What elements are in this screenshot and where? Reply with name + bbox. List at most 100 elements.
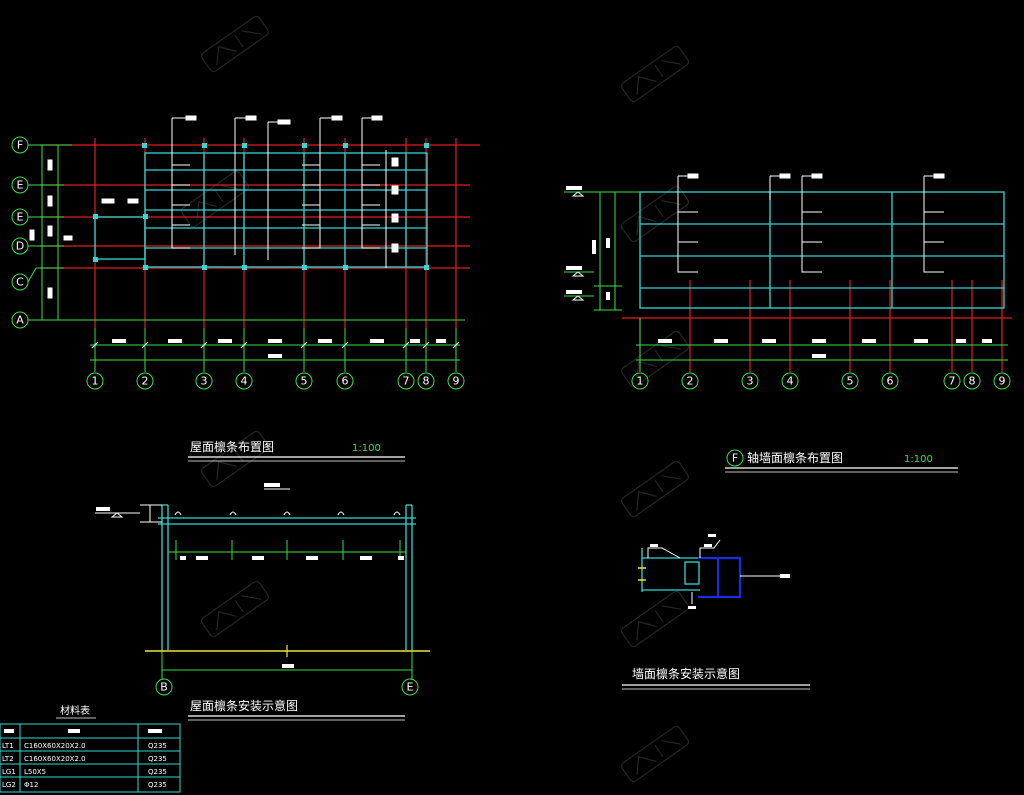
elev-col-axis-6: 6 <box>881 372 899 390</box>
watermark-logo <box>200 430 269 488</box>
elevation-level-texts <box>566 186 610 301</box>
plan-dimension-lines <box>36 144 465 372</box>
material-row: LT2 C160X60X20X2.0 Q235 <box>2 755 167 763</box>
material-row-material: Q235 <box>148 781 167 789</box>
row-axis-F: F <box>11 136 29 154</box>
row-axis-D: D <box>11 237 29 255</box>
watermark-logo <box>200 580 269 638</box>
material-row: LT1 C160X60X20X2.0 Q235 <box>2 742 167 750</box>
elevation-scale: 1:100 <box>904 454 933 465</box>
plan-row-axis-bubbles: F E E D C A <box>11 136 37 329</box>
elevation-column-lines <box>639 280 1003 372</box>
roof-purlin-section: B E <box>95 483 430 696</box>
elev-col-axis-5: 5 <box>841 372 859 390</box>
svg-text:D: D <box>16 240 24 253</box>
svg-text:7: 7 <box>949 375 956 388</box>
row-axis-E: E <box>11 208 29 226</box>
roof-purlin-plan: F E E D C A 1 2 3 4 5 6 7 8 9 <box>11 115 480 390</box>
col-axis-9: 9 <box>447 372 465 390</box>
svg-text:9: 9 <box>453 375 460 388</box>
svg-text:5: 5 <box>301 375 308 388</box>
svg-text:6: 6 <box>342 375 349 388</box>
wall-purlin-elevation: 1 2 3 4 5 6 7 8 9 <box>564 173 1012 390</box>
svg-text:1: 1 <box>92 375 99 388</box>
elevation-title-block: F 轴墙面檩条布置图 1:100 <box>725 449 958 473</box>
elevation-column-axis-bubbles: 1 2 3 4 5 6 7 8 9 <box>631 372 1011 390</box>
svg-text:8: 8 <box>969 375 976 388</box>
svg-text:E: E <box>17 179 24 192</box>
material-row-spec: Φ12 <box>24 781 38 789</box>
plan-tie-rods <box>29 115 399 299</box>
col-axis-1: 1 <box>86 372 104 390</box>
svg-text:3: 3 <box>747 375 754 388</box>
elevation-axis-marker: F <box>732 452 738 465</box>
material-row-material: Q235 <box>148 755 167 763</box>
watermark-logo <box>620 590 689 648</box>
section-axis-B: B <box>155 678 173 696</box>
svg-text:B: B <box>160 681 168 694</box>
svg-text:6: 6 <box>887 375 894 388</box>
col-axis-8: 8 <box>417 372 435 390</box>
elev-col-axis-2: 2 <box>681 372 699 390</box>
plan-dimension-texts <box>112 339 446 358</box>
elevation-dimension-lines <box>636 318 1008 372</box>
material-row-name: LG2 <box>2 781 16 789</box>
section-title-block: 屋面檩条安装示意图 <box>188 698 405 721</box>
svg-text:9: 9 <box>999 375 1006 388</box>
material-row-spec: L50X5 <box>24 768 46 776</box>
col-axis-6: 6 <box>336 372 354 390</box>
svg-text:1: 1 <box>637 375 644 388</box>
elev-col-axis-7: 7 <box>943 372 961 390</box>
svg-text:4: 4 <box>241 375 248 388</box>
col-axis-5: 5 <box>295 372 313 390</box>
elev-col-axis-3: 3 <box>741 372 759 390</box>
elevation-tie-rods <box>677 173 945 273</box>
svg-text:5: 5 <box>847 375 854 388</box>
material-row-material: Q235 <box>148 742 167 750</box>
svg-text:A: A <box>16 314 24 327</box>
plan-joint-markers <box>93 143 429 270</box>
elevation-left-dimensions <box>564 191 640 311</box>
plan-title: 屋面檩条布置图 <box>190 439 274 454</box>
detail-bracket <box>698 556 742 599</box>
elev-col-axis-1: 1 <box>631 372 649 390</box>
elev-col-axis-9: 9 <box>993 372 1011 390</box>
svg-text:E: E <box>407 681 414 694</box>
material-table-title: 材料表 <box>60 704 90 717</box>
plan-purlins <box>94 152 428 268</box>
elev-col-axis-4: 4 <box>781 372 799 390</box>
watermark-logo <box>620 185 689 243</box>
svg-text:2: 2 <box>687 375 694 388</box>
section-axis-E: E <box>401 678 419 696</box>
material-row-spec: C160X60X20X2.0 <box>24 742 86 750</box>
plan-column-grid-lines <box>94 138 457 328</box>
watermark-logo <box>620 460 689 518</box>
svg-text:4: 4 <box>787 375 794 388</box>
svg-text:8: 8 <box>423 375 430 388</box>
material-row: LG1 L50X5 Q235 <box>2 768 167 776</box>
watermark-logo <box>200 15 269 73</box>
col-axis-4: 4 <box>235 372 253 390</box>
elevation-title: 轴墙面檩条布置图 <box>747 450 843 465</box>
svg-text:C: C <box>16 276 24 289</box>
row-axis-C: C <box>11 273 29 291</box>
svg-text:7: 7 <box>403 375 410 388</box>
detail-title-block: 墙面檩条安装示意图 <box>622 666 810 690</box>
svg-text:3: 3 <box>201 375 208 388</box>
watermark-logo <box>620 725 689 783</box>
watermark-layer <box>180 15 689 783</box>
material-table: 材料表 LT1 C160X60X20X2.0 Q235 LT2 C160X60X… <box>0 704 181 793</box>
detail-title: 墙面檩条安装示意图 <box>632 666 740 681</box>
material-row: LG2 Φ12 Q235 <box>2 781 167 789</box>
col-axis-3: 3 <box>195 372 213 390</box>
row-axis-E-upper: E <box>11 176 29 194</box>
svg-text:2: 2 <box>142 375 149 388</box>
watermark-logo <box>180 170 249 228</box>
material-row-material: Q235 <box>148 768 167 776</box>
elevation-purlins <box>639 191 1005 309</box>
material-row-name: LT2 <box>2 755 14 763</box>
wall-purlin-detail <box>638 534 790 609</box>
section-title: 屋面檩条安装示意图 <box>190 698 298 713</box>
material-row-name: LT1 <box>2 742 14 750</box>
